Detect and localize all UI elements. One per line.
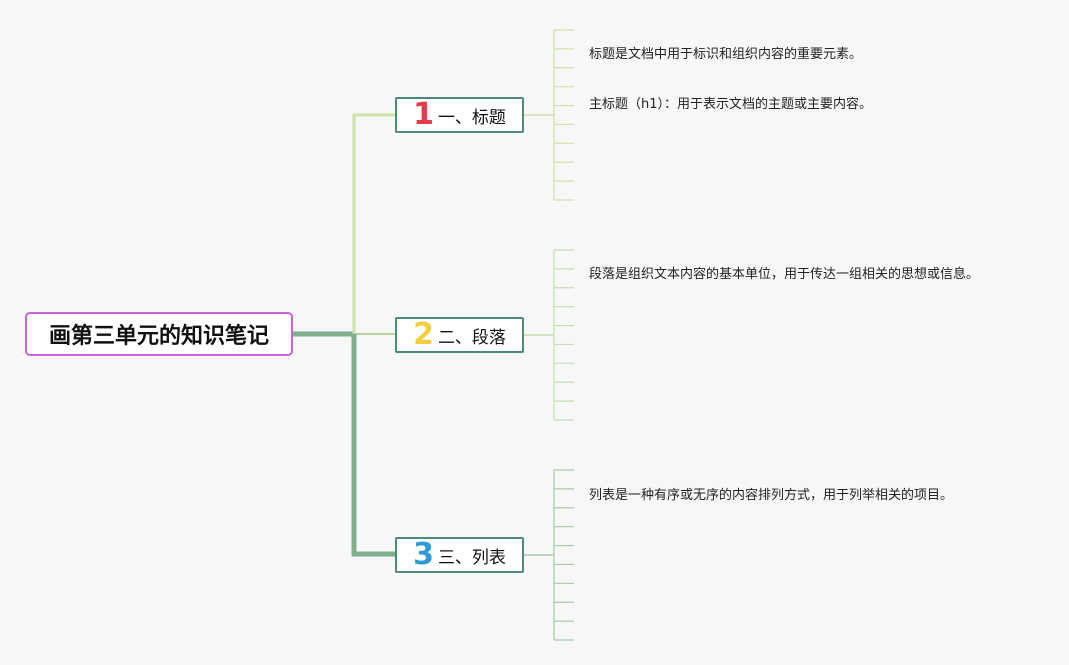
topic-2-label: 二、段落: [437, 327, 506, 348]
root-topic-label: 画第三单元的知识笔记: [48, 324, 269, 349]
topic-3-label: 三、列表: [437, 547, 506, 568]
topic-1-number: 1: [413, 97, 434, 132]
topic-2-note-1[interactable]: 段落是组织文本内容的基本单位，用于传达一组相关的思想或信息。: [589, 267, 980, 282]
connector-topic-1: [352, 113, 395, 334]
topic-3[interactable]: 3 三、列表: [395, 537, 524, 573]
topic-1-label: 一、标题: [437, 107, 506, 128]
topic-1[interactable]: 1 一、标题: [395, 97, 524, 133]
topic-1-note-2[interactable]: 主标题（h1）：用于表示文档的主题或主要内容。: [589, 97, 873, 112]
root-topic[interactable]: 画第三单元的知识笔记: [25, 312, 293, 356]
topic-2[interactable]: 2 二、段落: [395, 317, 524, 353]
topic-1-note-1[interactable]: 标题是文档中用于标识和组织内容的重要元素。: [589, 47, 863, 62]
connector-topic-3: [351, 334, 395, 557]
topic-2-number: 2: [413, 317, 434, 352]
topic-3-note-1[interactable]: 列表是一种有序或无序的内容排列方式，用于列举相关的项目。: [589, 488, 954, 503]
topic-3-number: 3: [413, 537, 434, 572]
